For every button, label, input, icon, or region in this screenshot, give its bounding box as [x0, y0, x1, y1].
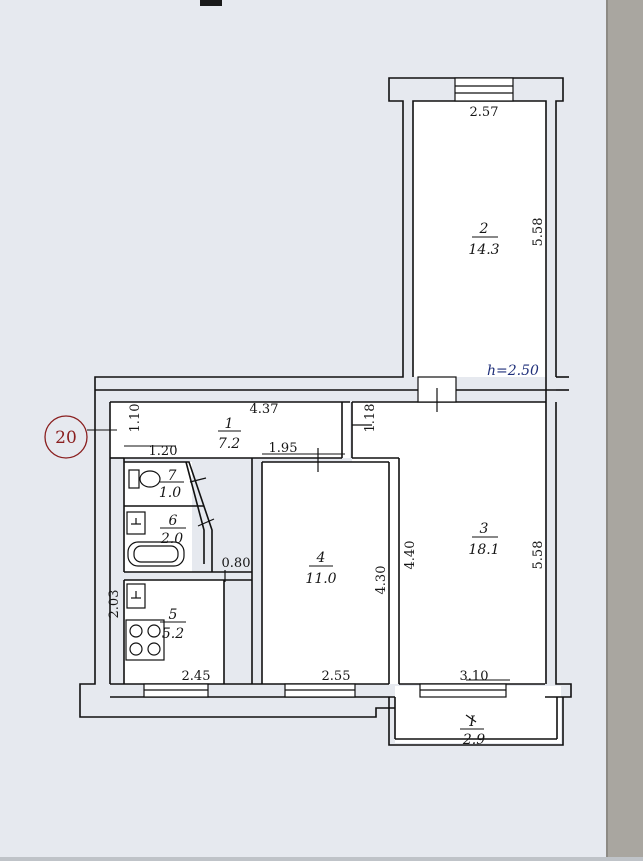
- dim-hall-depth: 1.10: [128, 404, 143, 433]
- room-number: 1: [225, 416, 234, 432]
- room-number: 2: [479, 221, 489, 237]
- dim-kitchen-width: 2.45: [182, 669, 211, 684]
- dim-kitchen-depth: 2.03: [107, 590, 122, 619]
- doors: [189, 376, 477, 723]
- dim-room4-bottom: 2.55: [322, 669, 351, 684]
- dim-room3-length: 5.58: [531, 541, 546, 570]
- dim-room3-bottom: 3.10: [460, 669, 489, 684]
- room-area: 2.9: [462, 732, 485, 748]
- dim-room2-width: 2.57: [470, 105, 499, 120]
- apartment-number: 20: [55, 428, 77, 448]
- dimension-labels: 2.57 5.58 h=2.50 4.37 1.10 1.20 1.18 1.9…: [107, 105, 546, 684]
- toilet-icon: [128, 469, 161, 489]
- room-number: 6: [169, 513, 178, 529]
- room-label-r5: 5 5.2: [160, 607, 186, 642]
- room-label-r4: 4 11.0: [305, 550, 336, 587]
- ceiling-height: h=2.50: [487, 363, 539, 379]
- fixtures: [125, 469, 185, 661]
- room-label-r6: 6 2.0: [160, 513, 186, 547]
- stove-icon: [125, 619, 165, 661]
- dim-hall-inner-width: 1.20: [149, 444, 178, 459]
- dim-door-wall: 1.18: [363, 404, 378, 433]
- room-label-r2: 2 14.3: [468, 221, 499, 258]
- room-area: 5.2: [162, 626, 184, 642]
- room-area: 7.2: [218, 436, 240, 452]
- room-label-r1: 1 7.2: [218, 416, 241, 452]
- bathtub-icon: [127, 541, 185, 567]
- room-area: 11.0: [305, 571, 336, 587]
- dim-room2-length: 5.58: [531, 218, 546, 247]
- dim-room3-left: 4.40: [403, 541, 418, 570]
- dimension-ticks: [124, 445, 510, 681]
- windows: [143, 77, 514, 698]
- room-area: 18.1: [468, 542, 499, 558]
- room-labels: 2 14.3 1 7.2 7 1.0 6 2.0 5 5.2 4 11.0: [159, 221, 500, 748]
- dim-corridor-width: 0.80: [222, 556, 251, 571]
- room-number: 4: [316, 550, 326, 566]
- room-label-r7: 7 1.0: [159, 468, 184, 501]
- apartment-marker: 20: [44, 415, 117, 459]
- room-floors: [110, 101, 561, 743]
- dim-room4-top: 1.95: [269, 441, 298, 456]
- dim-hall-width: 4.37: [250, 402, 279, 417]
- dim-room4-length: 4.30: [374, 566, 389, 595]
- room-area: 2.0: [160, 531, 183, 547]
- room-area: 14.3: [468, 242, 499, 258]
- room-number: 5: [169, 607, 178, 623]
- room-number: I: [468, 714, 475, 730]
- room-number: 3: [480, 521, 489, 537]
- room-label-r3: 3 18.1: [468, 521, 499, 558]
- sink-icon: [126, 511, 146, 609]
- room-label-balcony: I 2.9: [460, 714, 485, 748]
- room-number: 7: [168, 468, 177, 484]
- room-area: 1.0: [159, 485, 181, 501]
